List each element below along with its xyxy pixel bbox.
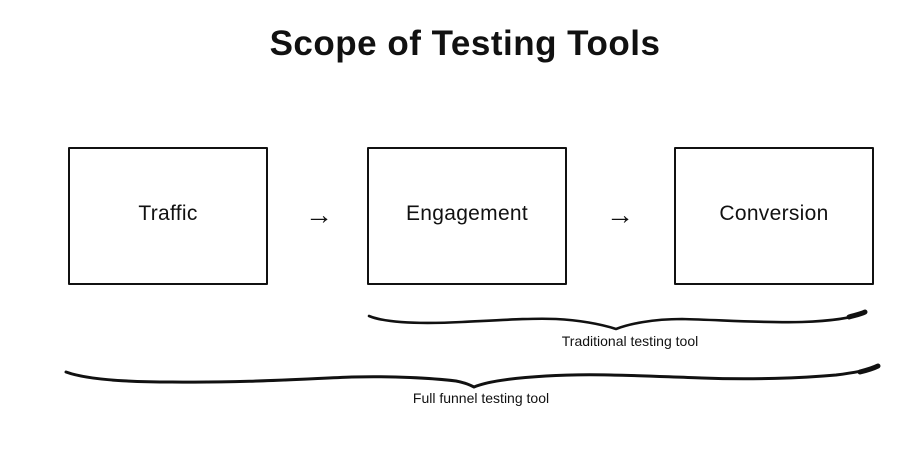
box-traffic: Traffic	[68, 147, 268, 285]
page-title: Scope of Testing Tools	[269, 24, 661, 63]
arrow-right-icon: →	[606, 199, 634, 230]
full-funnel-brace-label: Full funnel testing tool	[412, 390, 550, 406]
box-conversion: Conversion	[674, 147, 874, 285]
box-conversion-label: Conversion	[719, 202, 829, 225]
box-traffic-label: Traffic	[138, 202, 198, 225]
box-engagement: Engagement	[367, 147, 567, 285]
traditional-brace-label: Traditional testing tool	[561, 333, 699, 349]
traditional-brace	[367, 311, 866, 331]
arrow-right-icon: →	[305, 199, 333, 230]
box-engagement-label: Engagement	[405, 202, 529, 225]
full-funnel-brace	[64, 365, 879, 389]
traditional-brace-end	[846, 309, 868, 320]
full-funnel-brace-end	[857, 363, 881, 375]
